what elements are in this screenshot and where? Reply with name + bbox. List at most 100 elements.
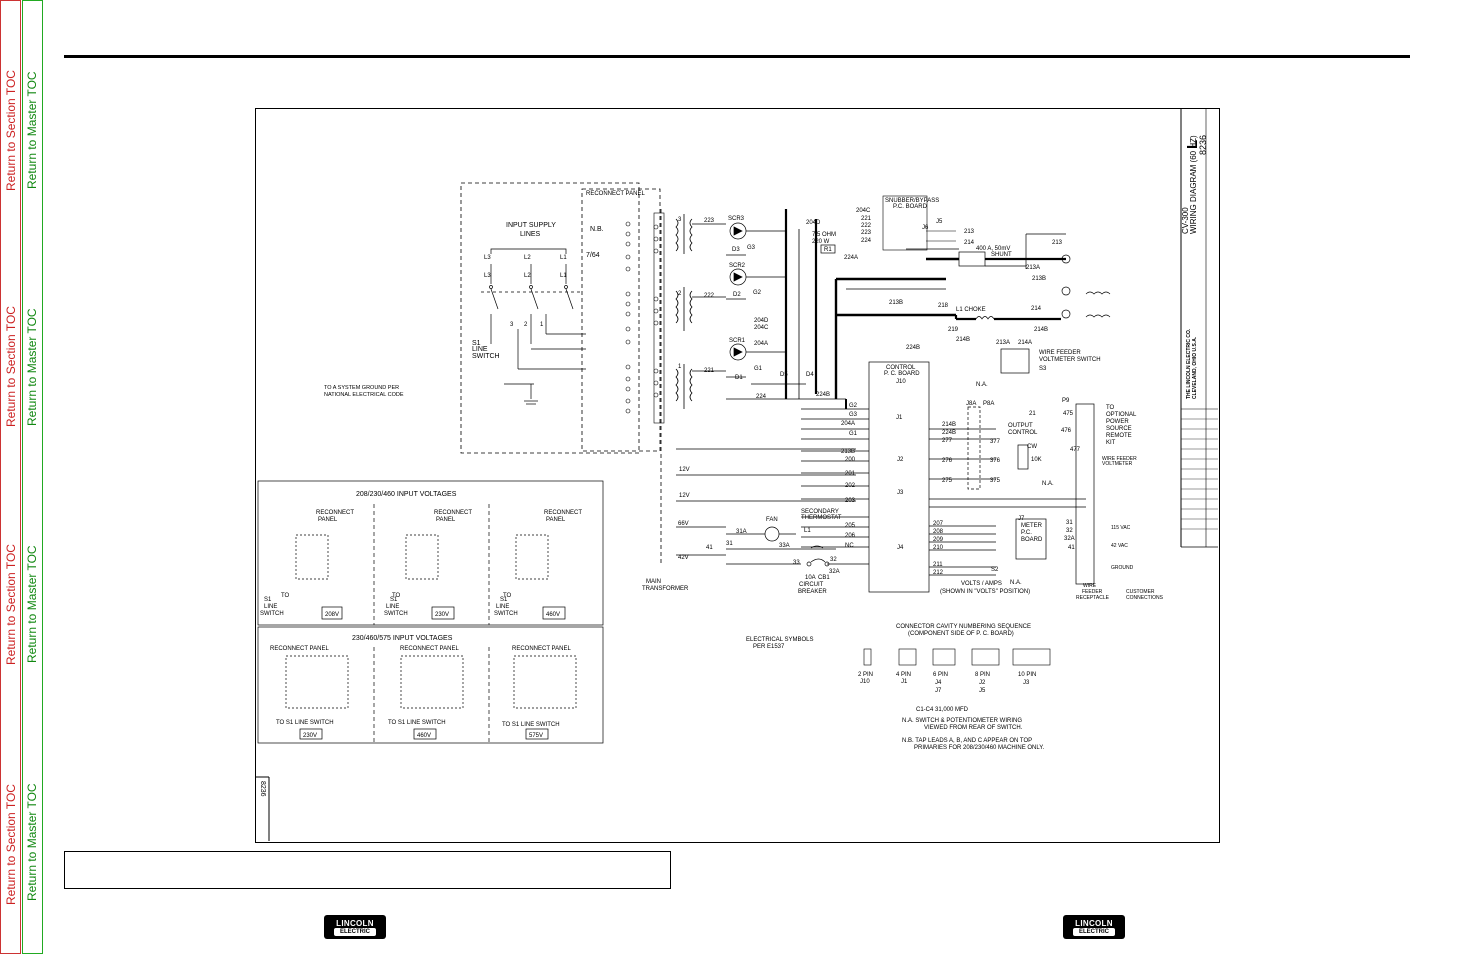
reconnect-terminals — [625, 221, 659, 414]
svg-text:J5: J5 — [936, 219, 943, 225]
return-to-section-toc-link-3[interactable]: Return to Section TOC — [4, 544, 18, 665]
d1-label: D1 — [735, 375, 743, 381]
j7-label: J7 — [935, 688, 942, 694]
pin10-label: 10 PIN — [1018, 672, 1036, 678]
to-label-c: TO — [503, 593, 512, 599]
v575-badge: 575V — [529, 733, 543, 739]
s1-c: S1 — [500, 597, 508, 603]
svg-text:223: 223 — [704, 218, 715, 224]
na-label-3: N.A. — [1010, 580, 1022, 586]
v12-label-1: 12V — [679, 467, 690, 473]
svg-text:J1: J1 — [896, 415, 903, 421]
svg-text:277: 277 — [942, 438, 953, 444]
wf-switch-label-1: WIRE FEEDER — [1039, 350, 1081, 356]
cb-label-2: CIRCUIT — [799, 582, 824, 588]
wf-volt-1: WIRE FEEDER — [1102, 456, 1137, 462]
ground-note-2: NATIONAL ELECTRICAL CODE — [324, 392, 404, 398]
svg-text:212: 212 — [933, 570, 944, 576]
return-to-section-toc-link-2[interactable]: Return to Section TOC — [4, 306, 18, 427]
shunt-choke — [954, 233, 1111, 374]
switch-a: SWITCH — [260, 611, 284, 617]
svg-text:L1: L1 — [560, 273, 567, 279]
svg-text:NC: NC — [845, 543, 854, 549]
output-control-1: OUTPUT — [1008, 423, 1033, 429]
svg-text:218: 218 — [938, 303, 949, 309]
optional-3: POWER — [1106, 419, 1129, 425]
s2-label: S2 — [991, 567, 999, 573]
svg-text:2: 2 — [524, 322, 528, 328]
cb1-label: CB1 — [818, 575, 830, 581]
svg-text:213: 213 — [1052, 240, 1063, 246]
sidebar: Return to Section TOC Return to Section … — [0, 0, 45, 954]
svg-text:31: 31 — [1066, 520, 1073, 526]
svg-text:204C: 204C — [856, 208, 871, 214]
s1-label: S1 — [472, 340, 481, 347]
return-to-master-toc-link-1[interactable]: Return to Master TOC — [25, 71, 39, 189]
j2-label: J2 — [979, 680, 986, 686]
title-model: CV-300 — [1181, 207, 1190, 234]
wf-recept-1: WIRE — [1083, 583, 1097, 589]
svg-text:377: 377 — [990, 439, 1001, 445]
scr1-label: SCR1 — [729, 338, 746, 344]
v460-badge-a: 460V — [546, 612, 560, 618]
svg-text:375: 375 — [990, 478, 1001, 484]
svg-text:32A: 32A — [1064, 536, 1075, 542]
d5-label: D5 — [780, 372, 788, 378]
return-to-section-toc-link-4[interactable]: Return to Section TOC — [4, 784, 18, 905]
return-to-master-toc-link-2[interactable]: Return to Master TOC — [25, 308, 39, 426]
s1-switch-label: SWITCH — [472, 353, 500, 360]
svg-text:33: 33 — [793, 560, 800, 566]
switch-b: SWITCH — [384, 611, 408, 617]
svg-text:G1: G1 — [849, 431, 858, 437]
reconnect-panel-area — [460, 182, 665, 454]
svg-text:224: 224 — [756, 394, 767, 400]
reconnect-c-2: PANEL — [546, 517, 566, 523]
scr3-label: SCR3 — [728, 216, 745, 222]
svg-text:33A: 33A — [779, 543, 790, 549]
return-to-section-toc-link-1[interactable]: Return to Section TOC — [4, 70, 18, 191]
svg-text:213B: 213B — [1032, 276, 1046, 282]
g3-label: G3 — [747, 245, 756, 251]
svg-text:200: 200 — [845, 457, 856, 463]
svg-text:205: 205 — [845, 523, 856, 529]
wiring-diagram: THE LINCOLN ELECTRIC CO. CLEVELAND, OHIO… — [256, 109, 1218, 841]
line-c: LINE — [496, 604, 509, 610]
wf-recept-2: FEEDER — [1082, 589, 1103, 595]
r1-label: R1 — [824, 247, 832, 253]
v66-label: 66V — [678, 521, 689, 527]
shunt-label: SHUNT — [991, 252, 1012, 258]
customer-1: CUSTOMER — [1126, 589, 1155, 595]
volts-amps-label: VOLTS / AMPS — [961, 581, 1002, 587]
svg-text:J6: J6 — [922, 225, 929, 231]
svg-text:214: 214 — [1031, 306, 1042, 312]
elec-symbols-1: ELECTRICAL SYMBOLS — [746, 637, 813, 643]
svg-text:P9: P9 — [1062, 398, 1070, 404]
vac115-label: 115 VAC — [1111, 525, 1131, 531]
reconnect-b-1: RECONNECT — [434, 510, 472, 516]
j5-label: J5 — [979, 688, 986, 694]
g2-label: G2 — [753, 290, 762, 296]
svg-text:1: 1 — [678, 364, 682, 370]
return-to-master-toc-link-4[interactable]: Return to Master TOC — [25, 783, 39, 901]
cap-note: C1-C4 31,000 MFD — [916, 707, 969, 713]
cavity-title-2: (COMPONENT SIDE OF P. C. BOARD) — [908, 631, 1014, 637]
svg-text:223: 223 — [861, 230, 872, 236]
thermostat-2: THERMOSTAT — [801, 515, 842, 521]
optional-2: OPTIONAL — [1106, 412, 1137, 418]
reconnect-panel-label: RECONNECT PANEL — [586, 191, 645, 197]
svg-text:222: 222 — [861, 223, 872, 229]
na-note-1: N.A. SWITCH & POTENTIOMETER WIRING — [902, 718, 1022, 724]
connector-icons — [863, 648, 1051, 666]
return-to-master-toc-link-3[interactable]: Return to Master TOC — [25, 545, 39, 663]
s3-label: S3 — [1039, 366, 1047, 372]
elec-symbols-2: PER E1537 — [753, 644, 785, 650]
svg-text:2: 2 — [678, 291, 682, 297]
resistor-watts: 220 W — [812, 239, 830, 245]
size-764-label: 7/64 — [586, 252, 600, 259]
svg-text:J4: J4 — [897, 545, 904, 551]
pin4-label: 4 PIN — [896, 672, 911, 678]
na-label-1: N.A. — [976, 382, 988, 388]
svg-text:L3: L3 — [484, 273, 491, 279]
svg-text:214B: 214B — [942, 422, 956, 428]
